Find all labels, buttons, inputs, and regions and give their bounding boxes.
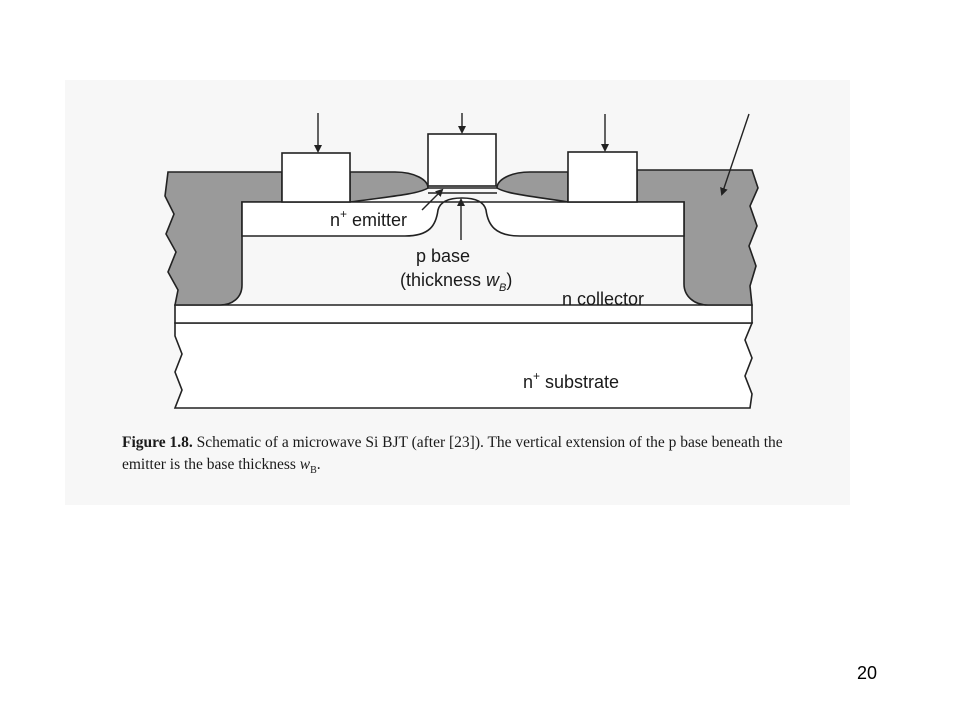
- base-thickness-label: (thickness wB): [400, 270, 512, 294]
- right-collector-contact: [567, 151, 638, 203]
- right-oxide-isolation: [636, 169, 759, 306]
- collector-label: n collector: [562, 289, 644, 309]
- substrate-layer: [173, 322, 754, 409]
- left-oxide-isolation: [164, 171, 283, 306]
- figure-caption: Figure 1.8. Schematic of a microwave Si …: [122, 432, 822, 482]
- caption-variable: w: [299, 456, 311, 473]
- substrate-label: n+ substrate: [523, 369, 619, 392]
- emitter-label-arrow: [421, 188, 444, 211]
- figure-panel: n+ emitter p base (thickness wB) n colle…: [65, 80, 850, 505]
- page-number: 20: [857, 663, 878, 683]
- collector-region: [174, 304, 753, 324]
- left-base-contact: [281, 152, 351, 203]
- base-label: p base: [416, 246, 470, 266]
- emitter-contact: [427, 133, 497, 187]
- figure-number: Figure 1.8.: [122, 434, 193, 451]
- emitter-label: n+ emitter: [330, 207, 407, 230]
- right-birds-beak-oxide: [496, 171, 569, 203]
- bjt-cross-section-diagram: n+ emitter p base (thickness wB) n colle…: [164, 113, 759, 409]
- caption-variable-subscript: B: [310, 465, 317, 477]
- caption-text: Schematic of a microwave Si BJT (after […: [122, 434, 783, 473]
- left-birds-beak-oxide: [349, 171, 429, 203]
- p-base-region: [241, 197, 685, 237]
- oxide-arrow: [720, 113, 750, 196]
- caption-end: .: [316, 456, 321, 473]
